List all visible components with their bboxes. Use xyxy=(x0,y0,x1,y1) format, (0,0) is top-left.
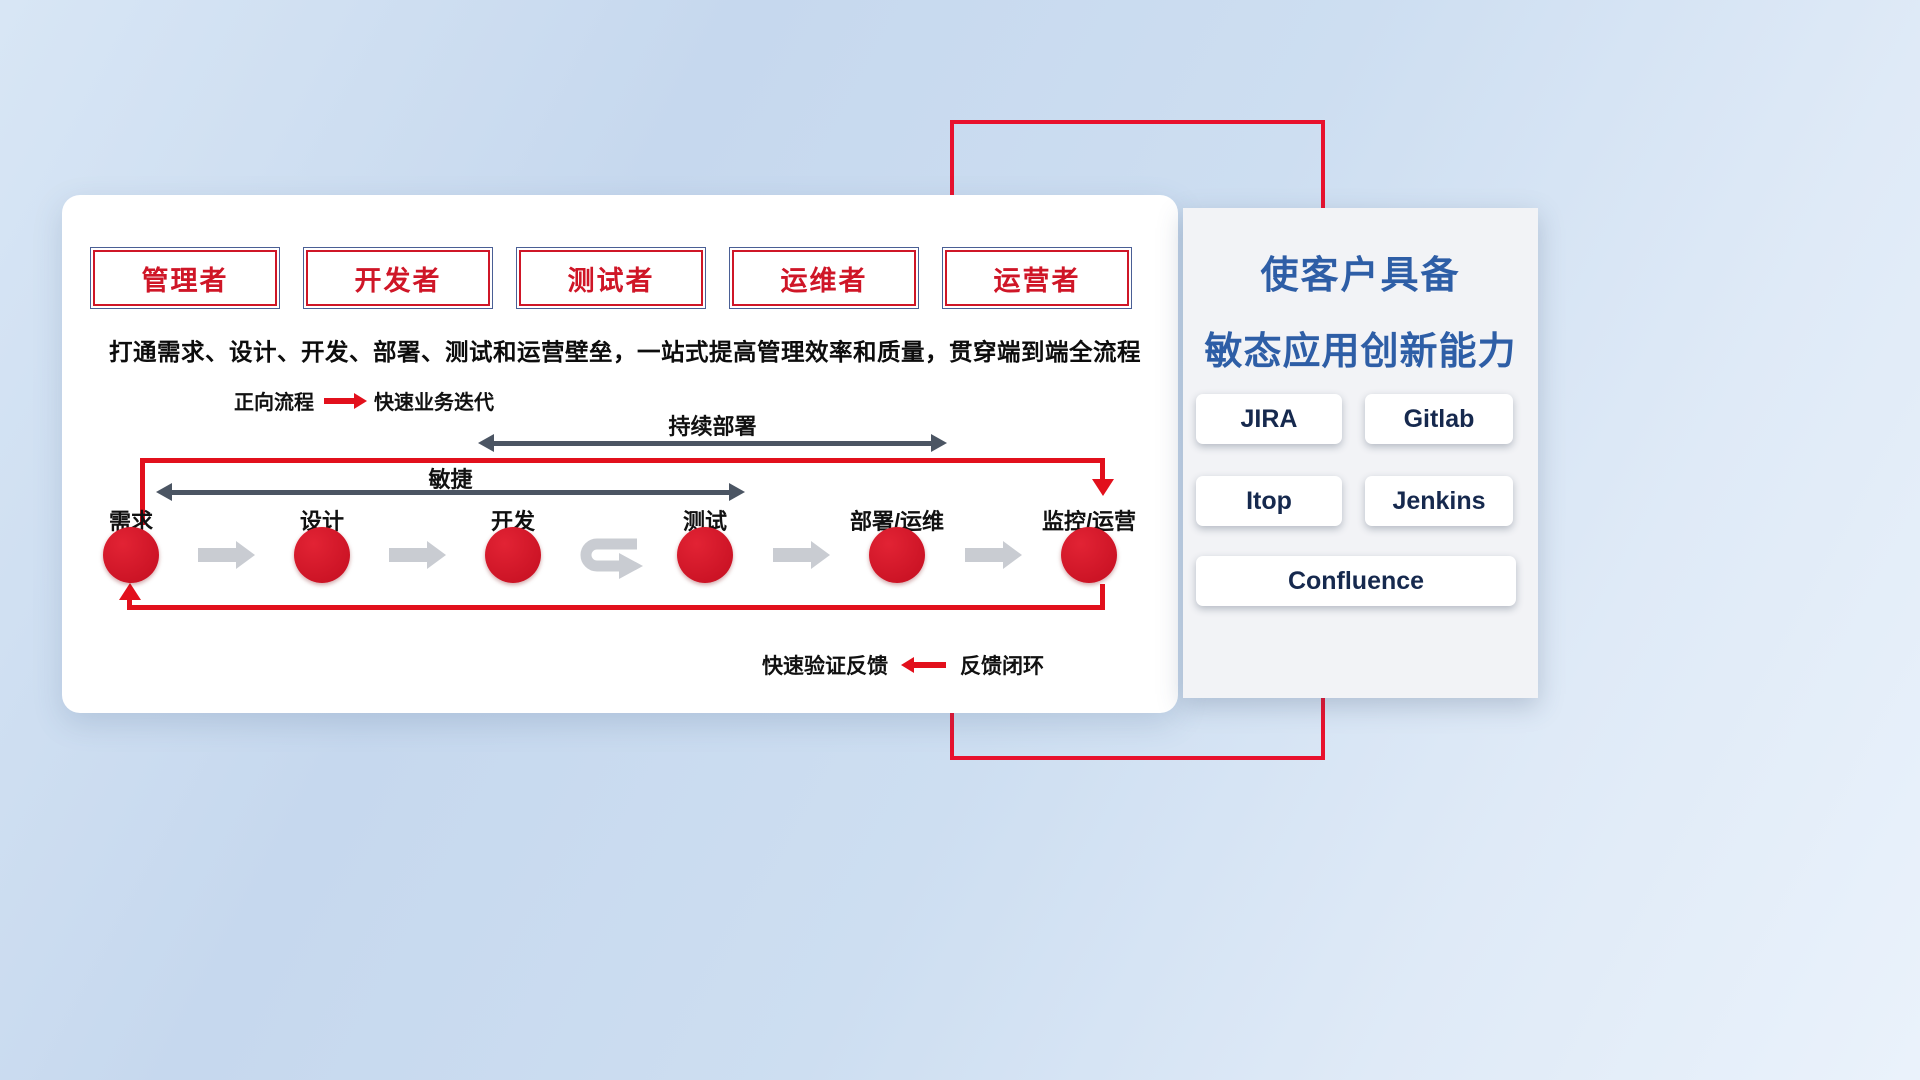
tool-badge-gitlab: Gitlab xyxy=(1365,394,1513,444)
legend-forward-label: 正向流程 xyxy=(234,392,314,414)
role-box-manager: 管理者 xyxy=(90,247,280,309)
agile-span-arrow: 敏捷 xyxy=(156,467,745,501)
forward-arrow-icon xyxy=(324,392,367,409)
stage-node-design xyxy=(294,527,350,583)
roles-row: 管理者 开发者 测试者 运维者 运营者 xyxy=(90,247,1132,309)
cycle-arrowhead-up-icon xyxy=(118,583,141,600)
role-box-ops: 运维者 xyxy=(729,247,919,309)
feedback-arrow-icon xyxy=(901,657,946,673)
role-box-developer: 开发者 xyxy=(303,247,493,309)
devops-flow-card: 管理者 开发者 测试者 运维者 运营者 打通需求、设计、开发、部署、测试和运营壁… xyxy=(62,195,1178,713)
legend-forward-desc: 快速业务迭代 xyxy=(374,392,494,414)
flow-arrow-icon xyxy=(198,541,255,569)
role-label: 运营者 xyxy=(993,265,1081,296)
legend-feedback-desc: 反馈闭环 xyxy=(960,655,1044,678)
tool-badge-itop: Itop xyxy=(1196,476,1342,526)
role-label: 运维者 xyxy=(780,265,868,296)
continuous-deploy-label: 持续部署 xyxy=(668,414,757,439)
flow-arrow-icon xyxy=(389,541,446,569)
role-box-tester: 测试者 xyxy=(516,247,706,309)
tool-badge-jira: JIRA xyxy=(1196,394,1342,444)
dev-test-iteration-loop-icon xyxy=(580,538,643,579)
side-title-line1: 使客户具备 xyxy=(1260,255,1461,297)
legend-feedback-label: 快速验证反馈 xyxy=(762,655,888,678)
cycle-line-top-left-vertical xyxy=(140,458,145,525)
stage-node-test xyxy=(677,527,733,583)
role-label: 测试者 xyxy=(567,265,655,296)
stage-node-requirements xyxy=(103,527,159,583)
side-title-line2: 敏态应用创新能力 xyxy=(1204,331,1517,373)
cycle-line-bottom-left-vertical xyxy=(127,597,132,609)
role-label: 管理者 xyxy=(141,265,229,296)
role-box-operator: 运营者 xyxy=(942,247,1132,309)
role-label: 开发者 xyxy=(354,265,442,296)
stage-node-monitor-operate xyxy=(1061,527,1117,583)
agile-label: 敏捷 xyxy=(428,467,473,492)
flow-arrow-icon xyxy=(773,541,830,569)
cycle-line-top-horizontal xyxy=(140,458,1105,463)
tool-badge-confluence: Confluence xyxy=(1196,556,1516,606)
tool-badge-jenkins: Jenkins xyxy=(1365,476,1513,526)
continuous-deploy-span-arrow: 持续部署 xyxy=(478,414,947,452)
stage-node-develop xyxy=(485,527,541,583)
cycle-line-bottom-right-vertical xyxy=(1100,584,1105,610)
legend-forward: 正向流程 快速业务迭代 xyxy=(234,386,494,415)
flow-subtitle: 打通需求、设计、开发、部署、测试和运营壁垒，一站式提高管理效率和质量，贯穿端到端… xyxy=(109,339,1141,365)
legend-feedback: 快速验证反馈 反馈闭环 xyxy=(762,650,1044,680)
cycle-arrowhead-down-icon xyxy=(1091,479,1114,496)
capability-side-card: 使客户具备 敏态应用创新能力 JIRA Gitlab Itop Jenkins … xyxy=(1183,208,1538,698)
flow-arrow-icon xyxy=(965,541,1022,569)
cycle-line-bottom-horizontal xyxy=(127,605,1105,610)
stage-node-deploy-ops xyxy=(869,527,925,583)
cycle-line-right-down-shaft xyxy=(1100,458,1105,480)
